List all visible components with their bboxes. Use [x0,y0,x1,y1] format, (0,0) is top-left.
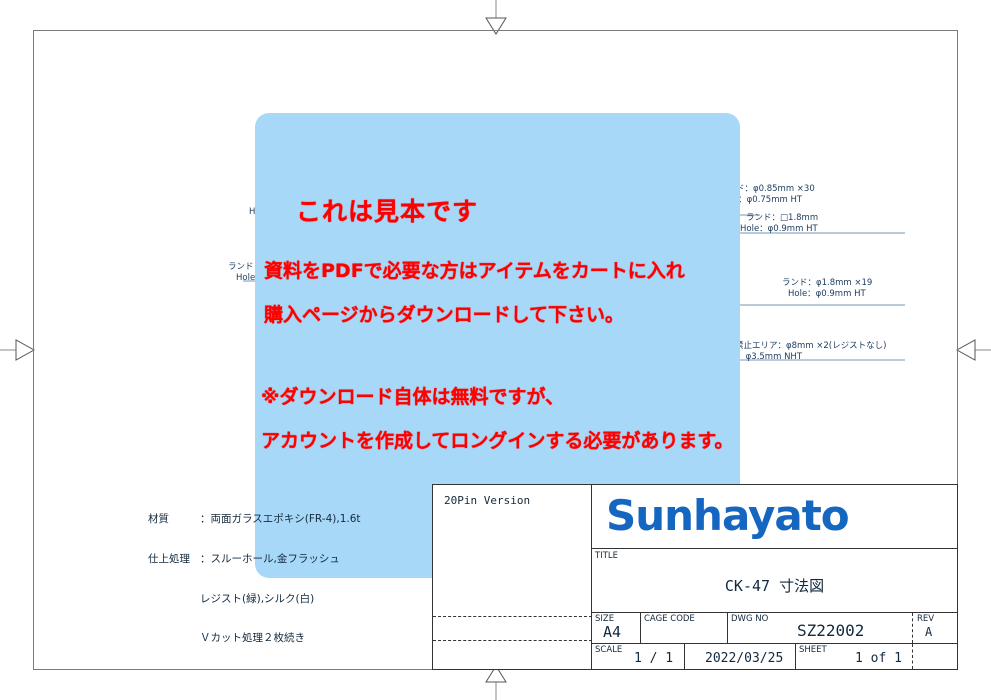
annotation-right-second-line1: ランド：□1.8mm [746,213,819,223]
annotation-right-second-line2: Hole：φ0.9mm HT [740,224,818,234]
annotation-right-third-line1: ランド：φ1.8mm ×19 [782,278,873,288]
watermark-line-4: ※ダウンロード自体は無料ですが、 [261,386,565,408]
sheet-caption: SHEET [799,645,827,655]
finish-value-2: レジスト(緑),シルク(白) [200,592,315,605]
title-block: 20Pin Version Sunhayato TITLE CK-47 寸法図 … [432,484,958,670]
finish-value: ：スルーホール,金フラッシュ [200,553,340,566]
divider-dashed-2 [433,640,592,641]
material-label: 材質 [148,513,169,526]
annotation-right-bottom-line1: 部品禁止エリア：φ8mm ×2(レジストなし) [718,341,887,351]
watermark-line-3: 購入ページからダウンロードして下さい。 [264,304,625,326]
date-value: 2022/03/25 [705,651,784,666]
scale-value: 1 / 1 [634,651,674,666]
annotation-right-top-line1: ランド：φ0.85mm ×30 [719,184,815,194]
title-block-right: Sunhayato TITLE CK-47 寸法図 SIZE A4 CAGE C… [592,485,957,669]
annotation-right-third-line2: Hole：φ0.9mm HT [788,289,866,299]
rev-caption: REV [917,614,935,624]
dwg-caption: DWG NO [731,614,769,624]
title-caption: TITLE [595,551,618,561]
title-row: TITLE CK-47 寸法図 [592,549,957,613]
title-block-left: 20Pin Version [433,485,592,669]
watermark-line-1: これは見本です [296,197,479,226]
version-label: 20Pin Version [444,494,531,507]
center-mark-bottom [485,665,507,700]
material-value: ：両面ガラスエポキシ(FR-4),1.6t [200,513,361,526]
watermark-line-5: アカウントを作成してロングインする必要があります。 [261,430,734,452]
rev-value: A [925,625,933,639]
sunhayato-logo: Sunhayato [606,491,850,540]
center-mark-left [0,339,36,361]
divider-dashed-1 [433,616,592,617]
dwg-value: SZ22002 [797,621,865,640]
scale-caption: SCALE [595,645,623,655]
drawing-title: CK-47 寸法図 [724,577,825,595]
spec-row: SIZE A4 CAGE CODE DWG NO SZ22002 REV A [592,613,957,644]
annotation-right-top-line2: Hole：φ0.75mm HT [719,195,803,205]
brand-row: Sunhayato [592,485,957,549]
size-value: A4 [603,623,622,641]
center-mark-top [485,0,507,35]
finish-label: 仕上処理 [148,553,190,566]
watermark-line-2: 資料をPDFで必要な方はアイテムをカートに入れ [264,260,685,282]
sheet-value: 1 of 1 [855,651,902,666]
scale-row: SCALE 1 / 1 2022/03/25 SHEET 1 of 1 [592,644,957,669]
size-caption: SIZE [595,614,615,624]
cage-caption: CAGE CODE [644,614,695,624]
annotation-right-bottom-line2: Hole：φ3.5mm NHT [718,352,803,362]
material-note: 材質 ：両面ガラスエポキシ(FR-4),1.6t 仕上処理 ：スルーホール,金フラッ… [148,487,361,672]
center-mark-right [955,339,991,361]
finish-value-3: Ｖカット処理２枚続き [200,632,305,645]
